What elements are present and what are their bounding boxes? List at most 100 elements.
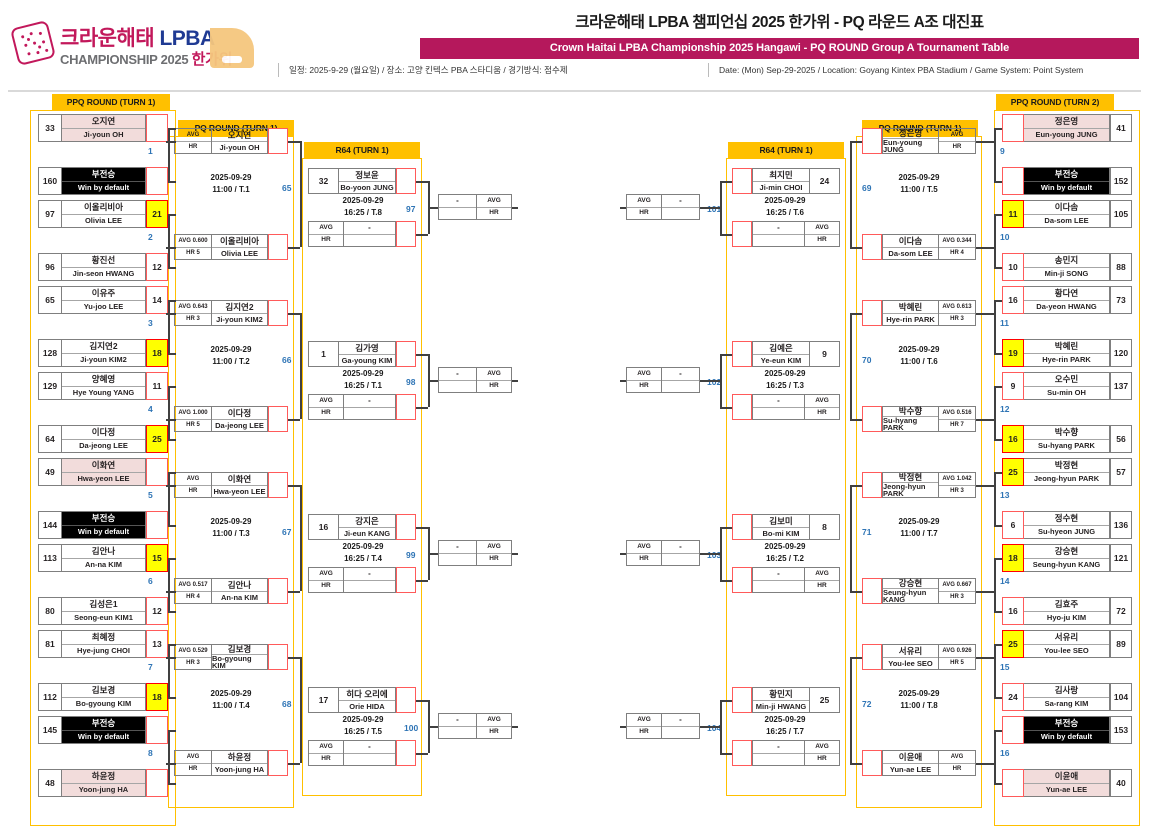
score-box[interactable] [732,514,752,540]
score-box[interactable] [396,740,416,766]
score-box[interactable] [268,128,288,154]
score-box[interactable] [268,644,288,670]
score-box[interactable] [732,168,752,194]
score-box[interactable] [862,578,882,604]
score-box[interactable] [862,644,882,670]
score-box[interactable] [396,341,416,367]
score-box[interactable] [268,300,288,326]
score-box[interactable] [396,687,416,713]
score-box[interactable] [732,687,752,713]
score-box[interactable] [396,221,416,247]
score-box[interactable] [862,406,882,432]
score-box[interactable] [862,300,882,326]
score-box[interactable] [732,740,752,766]
score-box[interactable] [396,567,416,593]
score-box[interactable] [862,234,882,260]
score-box[interactable] [862,750,882,776]
score-box[interactable] [732,567,752,593]
score-box[interactable] [396,168,416,194]
score-box[interactable] [732,341,752,367]
score-box[interactable] [268,234,288,260]
score-box[interactable] [862,128,882,154]
score-box[interactable] [268,406,288,432]
score-box[interactable] [732,221,752,247]
score-box[interactable] [862,472,882,498]
score-box[interactable] [268,578,288,604]
score-box[interactable] [732,394,752,420]
score-box[interactable] [268,750,288,776]
score-box[interactable] [396,514,416,540]
score-box[interactable] [268,472,288,498]
